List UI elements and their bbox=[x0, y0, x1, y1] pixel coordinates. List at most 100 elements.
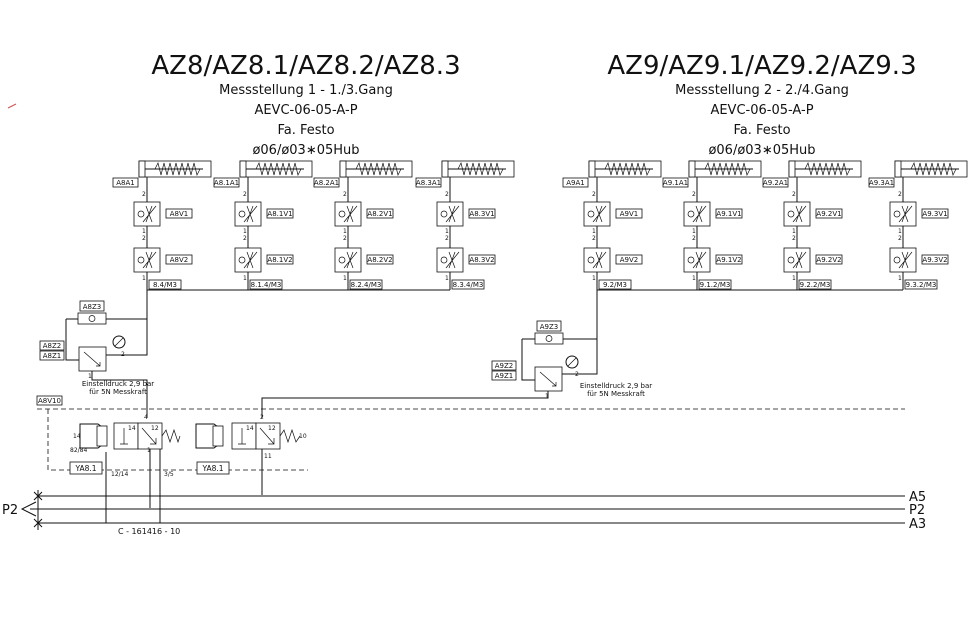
right-regulator-z2: A9Z2 bbox=[495, 362, 514, 370]
valve-label: A8.1V1 bbox=[267, 210, 292, 218]
right-regulator-port-1: 1 bbox=[545, 393, 549, 400]
throttle-icon bbox=[592, 205, 607, 223]
port-number: 2 bbox=[792, 235, 796, 242]
valve-label: A9.3V2 bbox=[922, 256, 947, 264]
cylinder-label-box bbox=[415, 177, 442, 188]
port-number: 1 bbox=[898, 228, 902, 235]
valve-label: A8V2 bbox=[170, 256, 188, 264]
valve-label-box bbox=[615, 208, 643, 219]
valve-block: A8V10 14 14 12 82/84 12/14 1 4 14 12 2 1… bbox=[36, 395, 905, 523]
left-line-2: AEVC-06-05-A-P bbox=[254, 103, 357, 118]
valve-label: A9V1 bbox=[620, 210, 638, 218]
valve-label-box bbox=[468, 208, 496, 219]
right-regulator-port-2: 2 bbox=[575, 371, 579, 378]
throttle-icon bbox=[142, 251, 157, 269]
port-number: 1 bbox=[243, 275, 247, 282]
right-valve-solenoid bbox=[212, 425, 224, 447]
left-regulator-port-2: 2 bbox=[121, 351, 125, 358]
right-regulator: A9Z3 2 1 A9Z2 A9Z1 Einstelldruck 2,9 bar… bbox=[491, 290, 652, 400]
valve-label-box bbox=[815, 254, 843, 265]
cylinder-label: A9.2A1 bbox=[763, 179, 788, 187]
right-regulator-arrow bbox=[539, 371, 557, 387]
p2-arrow-icon bbox=[20, 501, 37, 517]
left-valve-spring bbox=[161, 428, 181, 444]
right-title: AZ9/AZ9.1/AZ9.2/AZ9.3 bbox=[607, 51, 916, 81]
cylinder-label: A8.2A1 bbox=[314, 179, 339, 187]
valve-label: A8.3V1 bbox=[469, 210, 494, 218]
port-number: 2 bbox=[243, 235, 247, 242]
right-z2-box bbox=[491, 360, 517, 371]
throttle-icon bbox=[445, 251, 460, 269]
valve-label: A9.1V1 bbox=[716, 210, 741, 218]
left-regulator-z1: A8Z1 bbox=[43, 352, 62, 360]
left-port-1214: 12/14 bbox=[111, 471, 128, 478]
right-line-1: Messstellung 2 - 2./4.Gang bbox=[675, 83, 849, 98]
valve-label-box bbox=[266, 208, 294, 219]
cylinder-label-box bbox=[213, 177, 240, 188]
right-regulator-pipe bbox=[521, 338, 597, 381]
port-number: 1 bbox=[445, 275, 449, 282]
throttle-icon bbox=[692, 251, 707, 269]
cylinder-piston bbox=[588, 160, 596, 178]
check-ball bbox=[440, 256, 448, 264]
left-valve-flow-arrows bbox=[120, 427, 157, 445]
right-check-valve bbox=[534, 332, 564, 345]
right-regulator-note-2: für 5N Messkraft bbox=[587, 390, 645, 398]
right-port-11: 11 bbox=[264, 453, 272, 460]
manifold-label: 9.3.2/M3 bbox=[906, 281, 937, 289]
right-supply-pipe bbox=[261, 391, 549, 418]
valve-block-label: A8V10 bbox=[38, 397, 61, 405]
valve-label: A9.2V2 bbox=[816, 256, 841, 264]
manifold-label: 8.1.4/M3 bbox=[251, 281, 282, 289]
cylinder-label: A8.3A1 bbox=[416, 179, 441, 187]
valve-label: A8V1 bbox=[170, 210, 188, 218]
left-regulator-note-1: Einstelldruck 2,9 bar bbox=[82, 380, 154, 388]
valve-label: A9.1V2 bbox=[716, 256, 741, 264]
right-valve-cell-a bbox=[231, 422, 257, 450]
port-number: 1 bbox=[898, 275, 902, 282]
manifold-label: 8.2.4/M3 bbox=[351, 281, 382, 289]
manifold-label-box bbox=[349, 279, 383, 290]
port-number: 2 bbox=[792, 191, 796, 198]
port-number: 2 bbox=[142, 191, 146, 198]
left-port-14b: 14 bbox=[128, 425, 136, 432]
throttle-icon bbox=[898, 251, 913, 269]
left-port-14: 14 bbox=[73, 433, 81, 440]
left-valve-solenoid bbox=[96, 425, 108, 447]
cylinder-label: A9A1 bbox=[566, 179, 584, 187]
port-number: 1 bbox=[142, 275, 146, 282]
port-number: 1 bbox=[692, 275, 696, 282]
cylinder-label-box bbox=[762, 177, 789, 188]
cylinder-label-box bbox=[662, 177, 689, 188]
manifold-label-box bbox=[598, 279, 632, 290]
port-number: 2 bbox=[343, 191, 347, 198]
right-valve-cell-b bbox=[255, 422, 281, 450]
port-number: 2 bbox=[898, 191, 902, 198]
left-gauge-needle bbox=[114, 337, 124, 347]
cylinder-piston bbox=[894, 160, 902, 178]
manifold-label: 8.4/M3 bbox=[153, 281, 177, 289]
right-port-14: 14 bbox=[246, 425, 254, 432]
left-check-ball bbox=[88, 315, 96, 322]
valve-label-box bbox=[266, 254, 294, 265]
port-number: 2 bbox=[692, 191, 696, 198]
check-ball bbox=[787, 210, 795, 218]
valve-block-label-box bbox=[36, 395, 63, 406]
cylinder-label: A8.1A1 bbox=[214, 179, 239, 187]
check-ball bbox=[893, 210, 901, 218]
right-header: AZ9/AZ9.1/AZ9.2/AZ9.3 Messstellung 2 - 2… bbox=[607, 51, 916, 158]
port-number: 1 bbox=[142, 228, 146, 235]
check-ball bbox=[687, 210, 695, 218]
check-ball bbox=[687, 256, 695, 264]
throttle-icon bbox=[692, 205, 707, 223]
check-ball bbox=[893, 256, 901, 264]
port-number: 2 bbox=[898, 235, 902, 242]
cylinder-piston bbox=[688, 160, 696, 178]
cylinder-label: A9.3A1 bbox=[869, 179, 894, 187]
right-regulator-z3: A9Z3 bbox=[540, 323, 559, 331]
port-number: 1 bbox=[343, 228, 347, 235]
bus-label-p2: P2 bbox=[909, 503, 925, 518]
left-regulator-z2: A8Z2 bbox=[43, 342, 62, 350]
